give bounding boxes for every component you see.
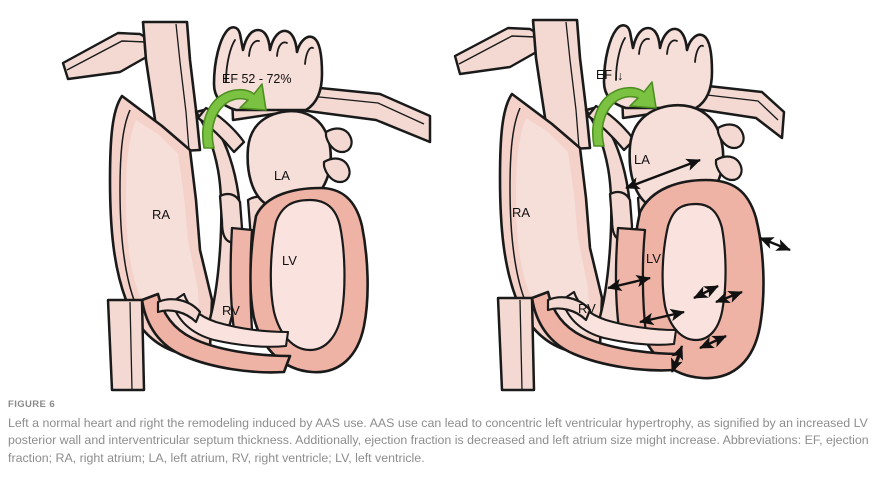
inferior-wall-thickness-arrow-icon xyxy=(670,345,684,373)
remodeled-heart-diagram: EF ↓ RA LA LV RV xyxy=(453,18,791,392)
left-ventricle-cavity xyxy=(269,198,346,352)
ivc-inner-line xyxy=(129,301,133,391)
pulmonary-vein-lower-remodeled xyxy=(714,155,743,182)
figure-caption-block: FIGURE 6 Left a normal heart and right t… xyxy=(8,399,884,467)
pulmonary-vein-lower xyxy=(322,157,351,184)
tricuspid-valve-flap xyxy=(156,298,202,324)
vein-inner-line xyxy=(66,40,147,71)
ra-inner-line xyxy=(119,109,135,301)
heart-comparison-illustration: EF 52 - 72% RA LA LV RV xyxy=(61,18,791,392)
posterior-wall-thickness-arrow-icon-2 xyxy=(715,290,743,304)
figure-caption-text: Left a normal heart and right the remode… xyxy=(8,416,869,465)
svc-inner-line-remodeled xyxy=(565,21,580,149)
apex-thickness-arrow-icon xyxy=(699,334,727,350)
ivc-inner-line-remodeled xyxy=(519,299,523,391)
left-ventricle-cavity-reduced xyxy=(661,202,727,342)
figure-number-label: FIGURE 6 xyxy=(8,399,56,410)
inferior-vena-cava xyxy=(106,298,146,392)
chamber-label-rv-remodeled: RV xyxy=(578,301,596,316)
tricuspid-valve-flap-remodeled xyxy=(546,296,592,322)
chamber-label-la: LA xyxy=(274,168,290,183)
inferior-vena-cava-remodeled xyxy=(496,296,536,392)
svc-inner-line xyxy=(175,23,190,151)
chamber-label-ra: RA xyxy=(152,207,170,222)
ejection-flow-arrow xyxy=(202,83,267,149)
right-atrium-chamber-remodeled xyxy=(516,118,590,336)
septum-thickness-arrow-icon-2 xyxy=(639,308,685,326)
vein-inner-line-remodeled xyxy=(458,35,537,65)
normal-heart-diagram: EF 52 - 72% RA LA LV RV xyxy=(61,20,432,392)
ef-annotation-normal: EF 52 - 72% xyxy=(222,72,291,86)
ejection-flow-arrow-reduced xyxy=(592,81,657,147)
lateral-wall-thickness-arrow-icon xyxy=(693,284,719,300)
la-enlargement-arrow-icon xyxy=(625,158,701,190)
ra-inner-line-remodeled xyxy=(509,107,525,299)
pulmonary-vein-upper xyxy=(324,127,353,154)
aortic-cusp-lines-remodeled xyxy=(615,37,704,81)
ef-annotation-remodeled: EF xyxy=(596,68,612,82)
right-ventricle-cavity-remodeled xyxy=(560,290,678,346)
posterior-wall-thickness-arrow-icon xyxy=(759,236,791,252)
ef-decrease-arrow-icon: ↓ xyxy=(617,69,623,83)
right-atrium-chamber xyxy=(126,120,200,338)
chamber-label-la-remodeled: LA xyxy=(634,152,650,167)
septum-thickness-arrow-icon xyxy=(607,275,651,291)
pulmonary-vein-upper-remodeled xyxy=(716,123,745,150)
superior-vena-cava-remodeled xyxy=(531,18,592,152)
right-ventricle-cavity xyxy=(170,292,290,348)
chamber-label-rv: RV xyxy=(222,303,240,318)
chamber-label-lv-remodeled: LV xyxy=(646,251,661,266)
right-ventricle-wall xyxy=(140,292,292,374)
chamber-label-ra-remodeled: RA xyxy=(512,205,530,220)
figure-illustration: EF 52 - 72% RA LA LV RV xyxy=(61,18,791,392)
superior-vena-cava xyxy=(141,20,202,154)
chamber-label-lv: LV xyxy=(282,253,297,268)
aortic-cusp-lines xyxy=(225,39,314,83)
